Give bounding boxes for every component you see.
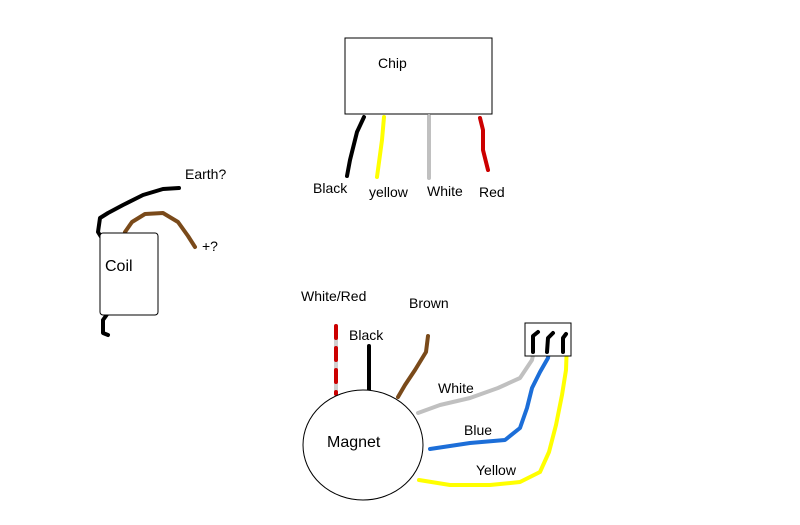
coil-wire-plus (123, 211, 197, 249)
magnet-wire-yellow (417, 340, 569, 487)
connector-pin-2 (545, 331, 555, 354)
connector-pin-3 (561, 332, 568, 354)
coil-wire-earth (96, 186, 181, 242)
chip-wire-black (345, 115, 366, 178)
magnet-wire-brown-label: Brown (409, 295, 449, 311)
connector-pin-1 (531, 330, 540, 354)
chip-wire-red (478, 116, 490, 172)
chip-wire-yellow-label: yellow (369, 184, 409, 200)
magnet-wire-yellow-label: Yellow (476, 462, 517, 478)
coil-wire-bottom (101, 311, 110, 337)
chip-wire-black-label: Black (313, 180, 348, 196)
magnet-wire-blue (428, 340, 552, 451)
magnet-circle (302, 389, 424, 501)
magnet-wire-white-label: White (438, 380, 474, 396)
magnet-wire-brown (396, 334, 430, 399)
magnet-wire-black-label: Black (349, 327, 384, 343)
coil-wire-plus-label: +? (202, 238, 218, 254)
coil-wire-earth-label: Earth? (185, 166, 226, 182)
chip-box (344, 37, 493, 115)
magnet-wire-white (416, 340, 538, 415)
chip-wire-white-label: White (427, 183, 463, 199)
coil-box (99, 232, 159, 316)
chip-wire-yellow (375, 115, 386, 179)
magnet-label: Magnet (327, 434, 381, 451)
magnet-wire-blue-label: Blue (464, 422, 492, 438)
coil-label: Coil (105, 258, 133, 275)
chip-label: Chip (378, 55, 407, 71)
magnet-wire-white-red-label: White/Red (301, 288, 366, 304)
chip-wire-red-label: Red (479, 184, 505, 200)
